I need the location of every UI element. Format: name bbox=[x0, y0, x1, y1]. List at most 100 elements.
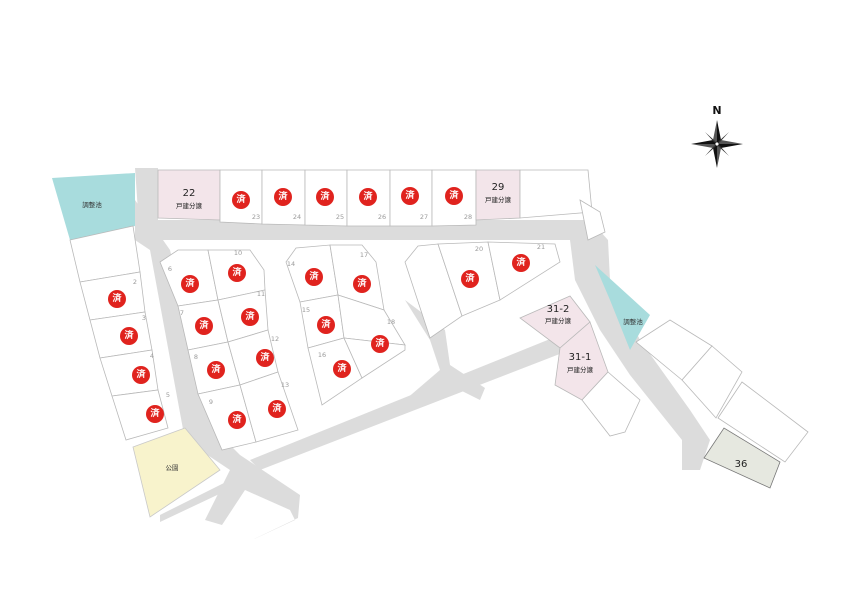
lot-35[interactable] bbox=[717, 381, 809, 463]
lot-29[interactable] bbox=[475, 169, 521, 221]
right-lots bbox=[519, 295, 809, 489]
svg-text:済: 済 bbox=[363, 190, 373, 202]
svg-text:済: 済 bbox=[260, 351, 270, 363]
sold-marker: 済 bbox=[353, 275, 371, 293]
sold-marker: 済 bbox=[333, 360, 351, 378]
sold-marker: 済 bbox=[274, 188, 292, 206]
svg-text:済: 済 bbox=[278, 190, 288, 202]
lot-number: 23 bbox=[252, 213, 260, 221]
lot-22-type: 戸建分譲 bbox=[176, 201, 203, 210]
lot-number: 12 bbox=[271, 335, 279, 343]
svg-text:済: 済 bbox=[449, 189, 459, 201]
sold-marker: 済 bbox=[371, 335, 389, 353]
lot-number: 3 bbox=[142, 314, 146, 322]
lot-31-2-number: 31-2 bbox=[547, 304, 570, 315]
lot-number-labels: 2 3 4 5 6 7 8 9 10 11 12 13 14 15 16 17 … bbox=[133, 213, 545, 406]
lot-number: 15 bbox=[302, 306, 310, 314]
lot-number: 9 bbox=[209, 398, 213, 406]
sold-marker: 済 bbox=[181, 275, 199, 293]
svg-text:済: 済 bbox=[320, 190, 330, 202]
svg-text:済: 済 bbox=[337, 362, 347, 374]
sold-marker: 済 bbox=[132, 366, 150, 384]
featured-labels: 22 戸建分譲 29 戸建分譲 31-2 戸建分譲 31-1 戸建分譲 36 bbox=[176, 182, 747, 470]
lot-number: 8 bbox=[194, 353, 198, 361]
svg-text:済: 済 bbox=[124, 329, 134, 341]
park-label: 公園 bbox=[166, 464, 179, 472]
sold-marker: 済 bbox=[108, 290, 126, 308]
svg-text:済: 済 bbox=[465, 272, 475, 284]
svg-text:済: 済 bbox=[245, 310, 255, 322]
svg-text:済: 済 bbox=[150, 407, 160, 419]
sold-marker: 済 bbox=[317, 316, 335, 334]
lot-number: 2 bbox=[133, 278, 137, 286]
svg-text:済: 済 bbox=[112, 292, 122, 304]
sold-marker: 済 bbox=[512, 254, 530, 272]
sold-marker: 済 bbox=[305, 268, 323, 286]
pond-left bbox=[52, 173, 135, 240]
sold-marker: 済 bbox=[195, 317, 213, 335]
lot-number: 14 bbox=[287, 260, 295, 268]
lot-number: 17 bbox=[360, 251, 368, 259]
sold-markers: 済 済 済 済 済 済 済 済 済 済 済 済 済 済 済 済 済 済 済 済 … bbox=[108, 187, 530, 429]
lot-number: 5 bbox=[166, 391, 170, 399]
lot-number: 28 bbox=[464, 213, 472, 221]
lot-32[interactable] bbox=[581, 371, 641, 437]
svg-text:済: 済 bbox=[405, 189, 415, 201]
pond-left-label: 調整池 bbox=[82, 200, 102, 209]
lot-29-number: 29 bbox=[492, 182, 505, 193]
svg-text:済: 済 bbox=[321, 318, 331, 330]
svg-text:済: 済 bbox=[516, 256, 526, 268]
lot-number: 7 bbox=[180, 309, 184, 317]
svg-text:済: 済 bbox=[232, 413, 242, 425]
lot-number: 6 bbox=[168, 265, 172, 273]
svg-text:済: 済 bbox=[136, 368, 146, 380]
lot-number: 26 bbox=[378, 213, 386, 221]
svg-text:済: 済 bbox=[232, 266, 242, 278]
lot-number: 27 bbox=[420, 213, 428, 221]
sold-marker: 済 bbox=[268, 400, 286, 418]
sold-marker: 済 bbox=[401, 187, 419, 205]
top-row-lots bbox=[157, 169, 606, 241]
lot-34[interactable] bbox=[681, 345, 743, 419]
pond-right-label: 調整池 bbox=[623, 317, 643, 326]
sold-marker: 済 bbox=[146, 405, 164, 423]
lot-29-type: 戸建分譲 bbox=[485, 195, 512, 204]
lot-5[interactable] bbox=[111, 389, 169, 441]
lot-number: 16 bbox=[318, 351, 326, 359]
sold-marker: 済 bbox=[461, 270, 479, 288]
pond-right bbox=[595, 265, 650, 350]
svg-text:済: 済 bbox=[199, 319, 209, 331]
lot-30b[interactable] bbox=[579, 199, 606, 241]
sold-marker: 済 bbox=[445, 187, 463, 205]
svg-text:済: 済 bbox=[375, 337, 385, 349]
lot-number: 4 bbox=[150, 352, 154, 360]
sold-marker: 済 bbox=[228, 264, 246, 282]
lot-number: 24 bbox=[293, 213, 301, 221]
svg-text:済: 済 bbox=[309, 270, 319, 282]
lot-number: 25 bbox=[336, 213, 344, 221]
lot-36[interactable] bbox=[703, 427, 781, 489]
lot-31-2-type: 戸建分譲 bbox=[545, 316, 572, 325]
svg-text:済: 済 bbox=[211, 363, 221, 375]
lot-31-1-number: 31-1 bbox=[569, 352, 592, 363]
sold-marker: 済 bbox=[241, 308, 259, 326]
lot-30[interactable] bbox=[519, 169, 593, 219]
lot-number: 21 bbox=[537, 243, 545, 251]
svg-text:済: 済 bbox=[236, 193, 246, 205]
lot-number: 18 bbox=[387, 318, 395, 326]
sold-marker: 済 bbox=[359, 188, 377, 206]
lot-31-1-type: 戸建分譲 bbox=[567, 365, 594, 374]
sold-marker: 済 bbox=[256, 349, 274, 367]
svg-text:済: 済 bbox=[357, 277, 367, 289]
lot-36-number: 36 bbox=[735, 459, 748, 470]
sold-marker: 済 bbox=[207, 361, 225, 379]
park bbox=[132, 427, 221, 518]
lot-number: 10 bbox=[234, 249, 242, 257]
sold-marker: 済 bbox=[120, 327, 138, 345]
compass-rose-icon bbox=[691, 120, 743, 168]
lot-number: 13 bbox=[281, 381, 289, 389]
svg-text:済: 済 bbox=[272, 402, 282, 414]
lot-number: 11 bbox=[257, 290, 265, 298]
sold-marker: 済 bbox=[228, 411, 246, 429]
